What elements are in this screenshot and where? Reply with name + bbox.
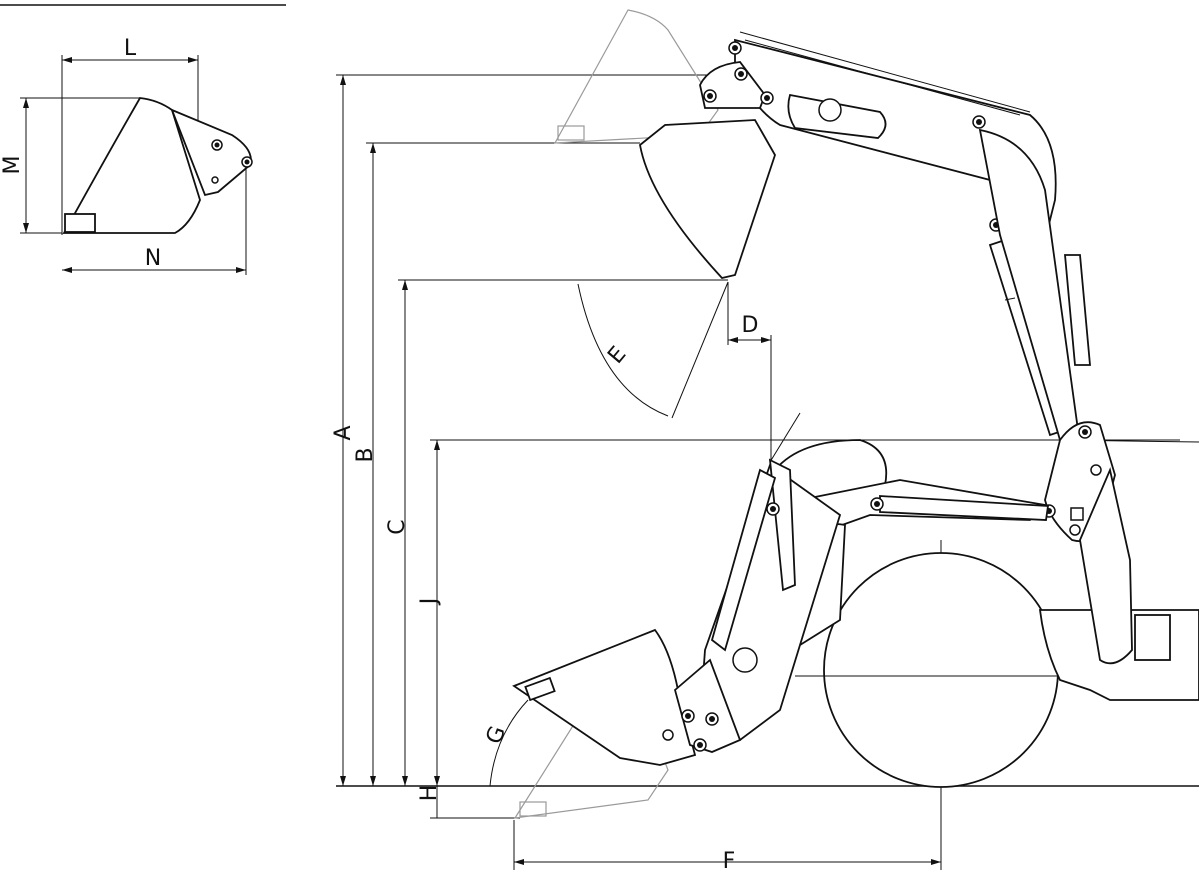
raised-loader xyxy=(553,9,1091,442)
label-G: G xyxy=(482,723,511,748)
label-N: N xyxy=(145,246,161,271)
label-J: J xyxy=(417,598,442,607)
label-C: C xyxy=(385,519,410,534)
bucket-detail: L M N xyxy=(0,36,253,275)
label-A: A xyxy=(331,425,356,440)
label-H: H xyxy=(417,785,442,802)
label-F: F xyxy=(723,849,736,870)
rear-wheel xyxy=(823,552,1059,788)
label-D: D xyxy=(742,313,759,338)
label-L: L xyxy=(124,36,137,61)
label-M: M xyxy=(0,156,25,175)
dimension-lines: A B C J H D E F G xyxy=(331,74,1199,870)
label-B: B xyxy=(353,447,378,462)
tractor-body xyxy=(512,412,1199,819)
